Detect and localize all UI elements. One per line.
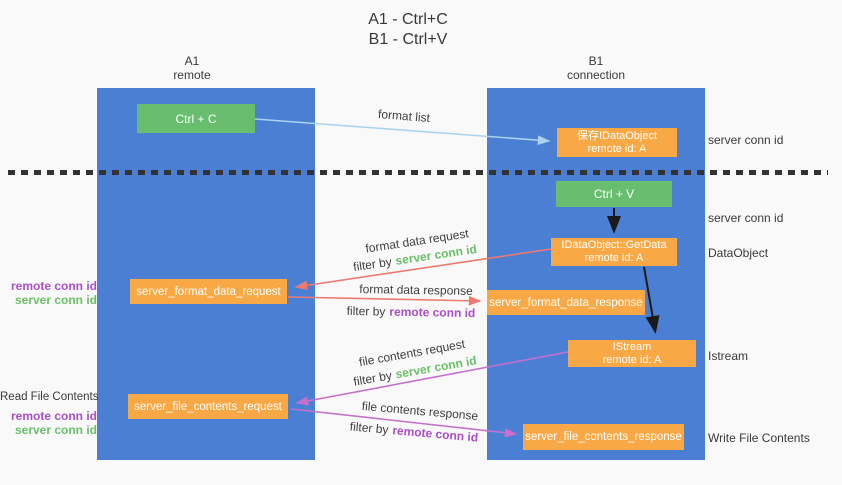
node-ctrl-v-label: Ctrl + V	[593, 187, 635, 201]
dotted-divider-line	[8, 170, 828, 175]
annotation-server-conn-id-upper: server conn id	[14, 293, 97, 307]
node-save-idataobject: 保存IDataObject remote id: A	[557, 128, 677, 157]
label-file-contents-response: file contents response	[361, 398, 479, 424]
lifeline-header-b1: B1 connection	[487, 54, 705, 82]
remote-conn-id-text: remote conn id	[389, 304, 476, 321]
node-idataobject-getdata: IDataObject::GetData remote id: A	[551, 238, 677, 266]
node-ctrl-c: Ctrl + C	[137, 104, 255, 133]
diagram-title: A1 - Ctrl+C B1 - Ctrl+V	[0, 10, 816, 50]
annotation-conn-ids-lower: remote conn id server conn id	[0, 409, 97, 437]
node-server-format-data-request: server_format_data_request	[130, 279, 287, 304]
label-format-data-response: format data response	[359, 282, 473, 298]
lifeline-b1-name: B1	[588, 54, 604, 68]
node-save-idataobject-line2: remote id: A	[587, 142, 647, 155]
title-line-a1: A1 - Ctrl+C	[368, 11, 448, 28]
filter-by-text: filter by	[346, 303, 386, 319]
remote-conn-id-text: remote conn id	[391, 423, 479, 445]
annotation-dataobject: DataObject	[708, 246, 769, 260]
node-istream-line1: IStream	[612, 340, 652, 353]
node-server-file-contents-response-label: server_file_contents_response	[525, 431, 682, 443]
annotation-remote-conn-id-lower: remote conn id	[10, 409, 97, 423]
filter-by-text: filter by	[352, 368, 393, 389]
title-line-b1: B1 - Ctrl+V	[368, 31, 448, 48]
lifeline-a1-role: remote	[173, 68, 211, 82]
annotation-conn-ids-upper: remote conn id server conn id	[0, 279, 97, 307]
node-ctrl-v: Ctrl + V	[556, 181, 672, 207]
lifeline-header-a1: A1 remote	[102, 54, 282, 82]
node-save-idataobject-line1: 保存IDataObject	[576, 129, 658, 142]
annotation-write-file-contents: Write File Contents	[708, 431, 810, 445]
annotation-istream: Istream	[708, 349, 749, 363]
label-format-list: format list	[377, 106, 431, 126]
filter-by-text: filter by	[349, 419, 390, 437]
node-server-file-contents-request: server_file_contents_request	[128, 394, 288, 419]
node-istream: IStream remote id: A	[568, 340, 696, 367]
annotation-server-conn-id-top: server conn id	[708, 133, 784, 147]
node-istream-line2: remote id: A	[602, 353, 662, 366]
node-server-file-contents-request-label: server_file_contents_request	[134, 400, 282, 413]
node-server-file-contents-response: server_file_contents_response	[523, 424, 684, 450]
filter-by-text: filter by	[352, 254, 393, 275]
node-server-format-data-response-label: server_format_data_response	[489, 296, 643, 309]
node-ctrl-c-label: Ctrl + C	[175, 111, 217, 126]
node-getdata-line1: IDataObject::GetData	[561, 239, 667, 251]
annotation-server-conn-id-lower: server conn id	[14, 423, 97, 437]
annotation-read-file-contents: Read File Contents	[0, 391, 99, 403]
node-server-format-data-response: server_format_data_response	[487, 290, 645, 315]
annotation-remote-conn-id-upper: remote conn id	[10, 279, 97, 293]
lifeline-b1-role: connection	[566, 68, 626, 82]
node-getdata-line2: remote id: A	[584, 252, 644, 264]
node-server-format-data-request-label: server_format_data_request	[136, 285, 281, 298]
annotation-server-conn-id-mid: server conn id	[708, 211, 784, 225]
lifeline-a1-name: A1	[184, 54, 200, 68]
